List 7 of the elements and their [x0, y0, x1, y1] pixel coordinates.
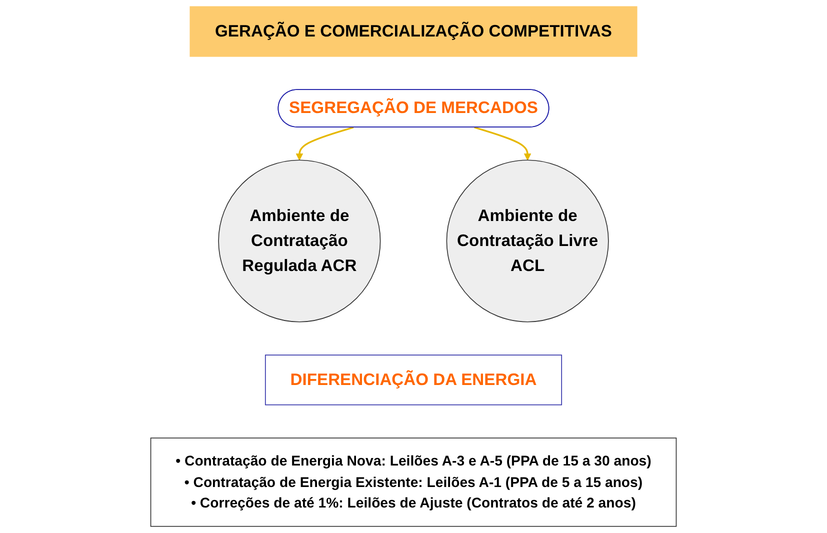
- arrow: [474, 126, 532, 160]
- arrow: [296, 126, 354, 160]
- node-box: • Contratação de Energia Nova: Leilões A-3 e A-5 (PPA de 15 a 30 anos) • Contratação de Energia Existente: Leilões A-1 (PPA de 5 a 15 anos) • Correções de até 1%: Leilões de Ajuste (Contratos de até 2 anos): [150, 438, 677, 527]
- node-box: DIFERENCIAÇÃO DA ENERGIA: [264, 354, 562, 406]
- node-circle: Ambiente de Contratação Livre ACL: [446, 160, 609, 322]
- node-box: GERAÇÃO E COMERCIALIZAÇÃO COMPETITIVAS: [190, 6, 638, 57]
- node-circle: Ambiente de Contratação Regulada ACR: [218, 160, 381, 322]
